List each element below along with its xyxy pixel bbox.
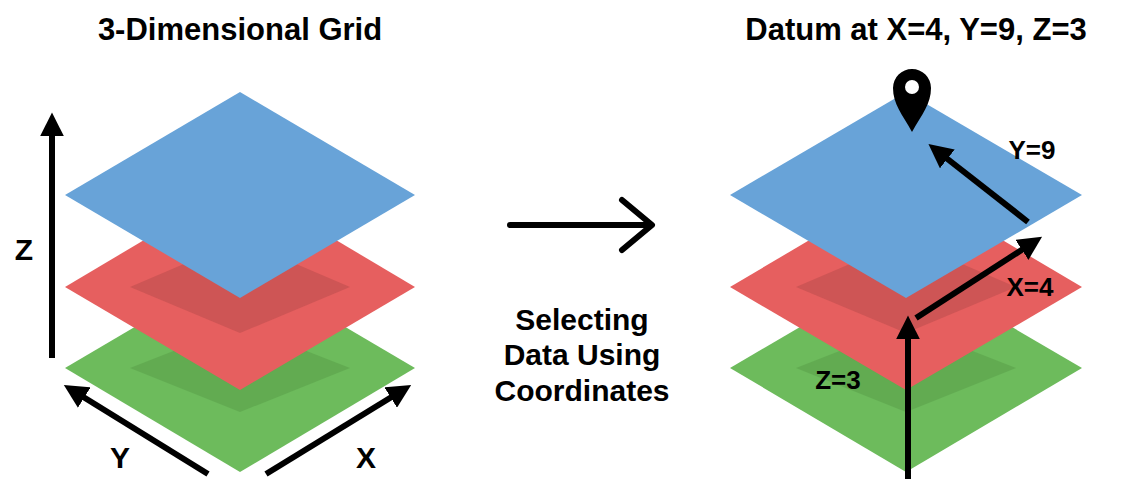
axis-label: Y bbox=[110, 440, 130, 475]
axis-label: X bbox=[356, 440, 376, 475]
location-pin bbox=[893, 69, 931, 132]
x-axis-arrow bbox=[266, 390, 403, 474]
transition-arrow bbox=[510, 222, 650, 228]
transition-arrowhead bbox=[622, 200, 652, 250]
z-step-arrow bbox=[905, 325, 911, 479]
coordinate-label: X=4 bbox=[1007, 272, 1054, 303]
coordinate-label: Y=9 bbox=[1009, 135, 1056, 166]
left-heading: 3-Dimensional Grid bbox=[98, 12, 382, 49]
axis-label: Z bbox=[15, 232, 33, 267]
coordinate-label: Z=3 bbox=[815, 365, 861, 396]
z-axis-arrow bbox=[49, 122, 55, 358]
blue-plane bbox=[730, 92, 1082, 298]
blue-plane bbox=[65, 92, 415, 298]
y-axis-arrow bbox=[72, 390, 208, 474]
right-heading: Datum at X=4, Y=9, Z=3 bbox=[745, 12, 1086, 49]
location-pin-hole bbox=[905, 80, 919, 94]
transition-caption: Selecting Data Using Coordinates bbox=[492, 302, 672, 408]
